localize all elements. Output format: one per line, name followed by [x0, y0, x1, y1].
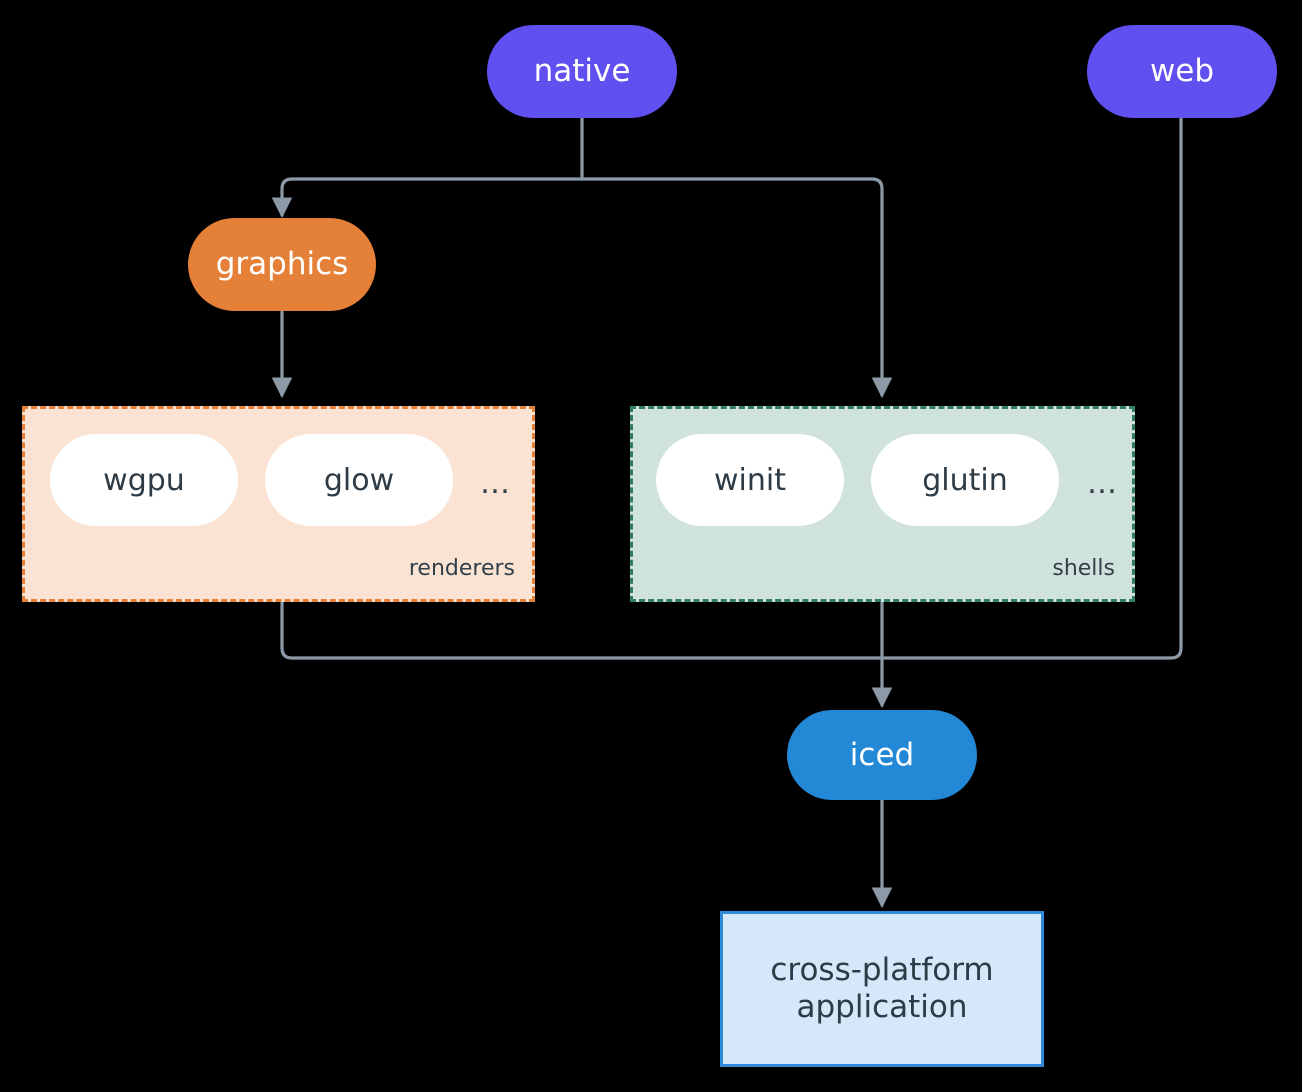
application-label-line1: cross-platform [770, 952, 994, 989]
leaf-winit[interactable]: winit [656, 434, 844, 526]
leaf-wgpu-label: wgpu [103, 462, 185, 498]
leaf-winit-label: winit [714, 462, 786, 498]
leaf-glow[interactable]: glow [265, 434, 453, 526]
cluster-renderers-label: renderers [408, 556, 515, 581]
cluster-shells-label: shells [1052, 556, 1115, 581]
node-iced[interactable]: iced [787, 710, 977, 800]
leaf-wgpu[interactable]: wgpu [50, 434, 238, 526]
edge-native-to-graphics [271, 177, 584, 219]
node-cross-platform-application[interactable]: cross-platform application [720, 911, 1044, 1067]
edge-renderers-to-iced [280, 600, 884, 660]
renderers-overflow-ellipsis: … [480, 466, 511, 501]
application-label-line2: application [796, 989, 968, 1025]
node-web[interactable]: web [1087, 25, 1277, 118]
node-graphics[interactable]: graphics [188, 218, 376, 311]
leaf-glutin-label: glutin [922, 462, 1008, 498]
leaf-glow-label: glow [323, 462, 395, 498]
edge-native-to-shells [580, 177, 893, 399]
node-iced-label: iced [849, 736, 915, 773]
shells-overflow-ellipsis: … [1087, 466, 1118, 501]
leaf-glutin[interactable]: glutin [871, 434, 1059, 526]
node-graphics-label: graphics [215, 246, 349, 283]
node-native[interactable]: native [487, 25, 677, 118]
node-web-label: web [1149, 53, 1215, 90]
node-native-label: native [533, 53, 631, 90]
